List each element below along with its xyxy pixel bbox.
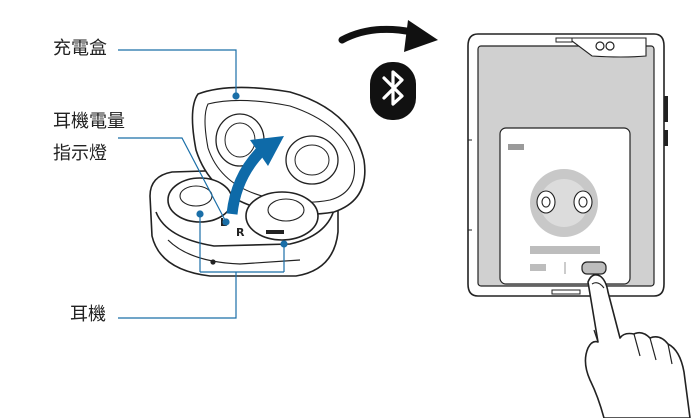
callout-lines <box>118 49 288 319</box>
curved-arrow-icon <box>226 136 284 215</box>
label-earbuds: 耳機 <box>70 304 106 325</box>
phone <box>467 33 668 297</box>
earbud-right-grill <box>266 230 284 234</box>
popup-title-bar <box>508 144 524 150</box>
lid-recess-right-inner <box>294 144 330 176</box>
case-led-dot <box>210 259 216 265</box>
earbud-right-tip <box>267 198 305 222</box>
side-button-2 <box>664 130 668 146</box>
case-base-lower <box>167 239 301 265</box>
top-speaker <box>555 37 573 43</box>
pointing-hand-icon <box>584 274 691 418</box>
case-mark-right: R <box>236 226 245 239</box>
callout-line-led <box>118 137 227 223</box>
label-battery-led-line1: 耳機電量 <box>53 111 125 132</box>
side-button-1 <box>664 96 668 122</box>
popup-earbuds-image <box>536 190 593 214</box>
lid-recess-right <box>285 135 339 185</box>
bluetooth-icon <box>370 62 416 120</box>
case-base-rim <box>155 209 335 247</box>
popup-name-bar <box>530 246 600 254</box>
transfer-arrow-icon <box>338 20 438 52</box>
front-camera-1 <box>595 41 605 51</box>
case-lid-inner <box>204 99 356 203</box>
charging-case <box>149 86 366 277</box>
label-battery-led-line2: 指示燈 <box>53 143 107 164</box>
front-camera-2 <box>605 41 615 51</box>
callout-line-case <box>118 49 237 96</box>
label-charging-case: 充電盒 <box>53 38 107 59</box>
earbud-right <box>245 191 319 241</box>
popup-cancel-button[interactable] <box>530 264 546 271</box>
popup-connect-button[interactable] <box>581 261 607 275</box>
callout-line-buds <box>118 272 237 319</box>
bottom-port <box>551 289 581 295</box>
